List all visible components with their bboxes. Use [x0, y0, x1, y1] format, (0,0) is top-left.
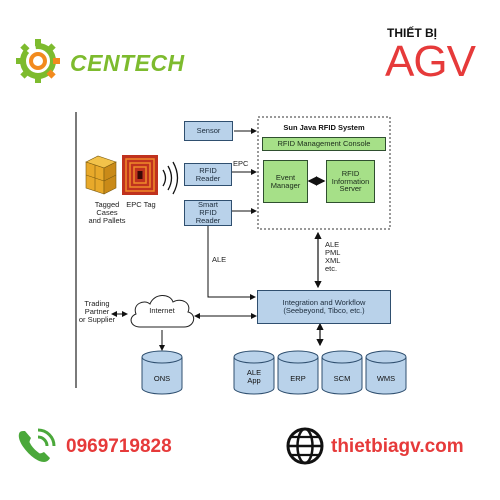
cloud-icon [130, 295, 195, 328]
ons-database-icon [141, 350, 183, 395]
agv-logo: THIẾT BỊ AGV [383, 24, 483, 86]
globe-icon [286, 427, 324, 465]
info-server-box: RFID Information Server [326, 160, 375, 203]
epc-tag-label: EPC Tag [126, 200, 156, 209]
info-server-label: RFID Information Server [331, 168, 370, 194]
ale-label: ALE [212, 255, 227, 264]
sensor-label: Sensor [196, 126, 221, 136]
rfid-reader-label: RFID Reader [195, 165, 221, 183]
protocols-label: ALE PML XML etc. [325, 240, 341, 273]
sensor-box: Sensor [184, 121, 233, 141]
smart-reader-label: Smart RFID Reader [195, 200, 221, 225]
event-manager-label: Event Manager [270, 172, 301, 190]
scm-database-icon [321, 350, 363, 395]
ale-app-database-icon [233, 350, 275, 395]
partner-top-text: THIẾT BỊ [387, 26, 437, 40]
phone-icon [18, 428, 56, 462]
epc-tag-icon [122, 155, 158, 195]
system-title: Sun Java RFID System [283, 123, 365, 132]
website-link[interactable]: thietbiagv.com [331, 436, 464, 457]
centech-logo: CENTECH [14, 38, 194, 84]
gear-icon [16, 39, 60, 83]
integration-label: Integration and Workflow (Seebeyond, Tib… [282, 298, 366, 315]
tagged-items-label: Tagged Cases and Pallets [88, 200, 126, 225]
management-console-label: RFID Management Console [277, 139, 371, 149]
rfid-reader-box: RFID Reader [184, 163, 232, 186]
pallet-boxes-icon [85, 155, 117, 195]
event-manager-box: Event Manager [263, 160, 308, 203]
phone-number[interactable]: 0969719828 [66, 436, 172, 457]
trading-partner-label: Trading Partner or Supplier [78, 299, 116, 324]
erp-label: ERP [290, 374, 306, 383]
wms-database-icon [365, 350, 407, 395]
internet-label: Internet [149, 306, 175, 315]
smart-reader-box: Smart RFID Reader [184, 200, 232, 226]
partner-big-text: AGV [385, 37, 476, 86]
scm-label: SCM [333, 374, 351, 383]
epc-arrow-label: EPC [233, 159, 249, 168]
ale-app-label: ALE App [246, 368, 262, 385]
integration-box: Integration and Workflow (Seebeyond, Tib… [257, 290, 391, 324]
management-console-box: RFID Management Console [262, 137, 386, 151]
ons-label: ONS [153, 374, 171, 383]
erp-database-icon [277, 350, 319, 395]
brand-name: CENTECH [70, 50, 185, 76]
wms-label: WMS [376, 374, 396, 383]
